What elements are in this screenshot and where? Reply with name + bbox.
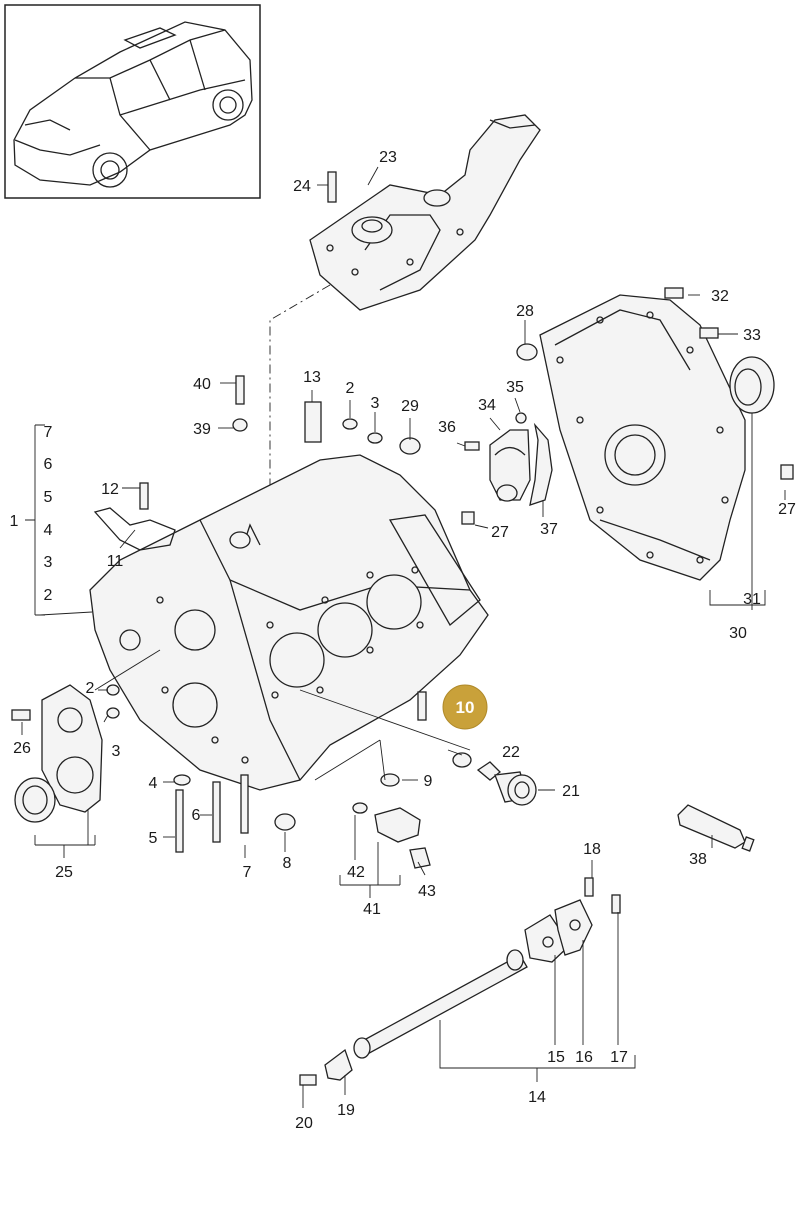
sealing-paste-tube [677, 804, 755, 852]
highlighted-part-10[interactable]: 10 [442, 684, 488, 730]
label-5: 5 [149, 830, 158, 847]
part-labels: 23 24 32 33 28 13 40 2 3 29 35 34 39 36 … [10, 149, 796, 1132]
oil-pressure-switch [452, 752, 537, 806]
label-38: 38 [689, 851, 707, 868]
label-34: 34 [478, 397, 496, 414]
label-24: 24 [293, 178, 311, 195]
label-14: 14 [528, 1089, 546, 1106]
sensor-assembly [352, 802, 431, 869]
label-41: 41 [363, 901, 381, 918]
label-37: 37 [540, 521, 558, 538]
label-20: 20 [295, 1115, 313, 1132]
label-13: 13 [303, 369, 321, 386]
label-12: 12 [101, 481, 119, 498]
leader-lines [21, 166, 786, 1108]
label-31: 31 [743, 591, 761, 608]
suv-thumbnail-icon [13, 21, 253, 188]
label-2-bracket: 2 [44, 587, 53, 604]
label-1: 1 [10, 513, 19, 530]
label-36: 36 [438, 419, 456, 436]
label-43: 43 [418, 883, 436, 900]
label-6-bracket: 6 [44, 456, 53, 473]
bracket [93, 507, 176, 551]
label-17: 17 [610, 1049, 628, 1066]
label-2-left: 2 [86, 680, 95, 697]
label-22: 22 [502, 744, 520, 761]
label-27: 27 [491, 524, 509, 541]
label-15: 15 [547, 1049, 565, 1066]
label-16: 16 [575, 1049, 593, 1066]
label-4-bracket: 4 [44, 522, 53, 539]
label-3-left: 3 [112, 743, 121, 760]
label-7-bracket: 7 [44, 424, 53, 441]
label-8: 8 [283, 855, 292, 872]
front-cover-plate [14, 684, 103, 823]
bolts [11, 171, 794, 1086]
vehicle-thumbnail [4, 4, 261, 199]
timing-cover [539, 294, 746, 581]
label-4: 4 [149, 775, 158, 792]
label-23: 23 [379, 149, 397, 166]
label-18: 18 [583, 841, 601, 858]
label-28: 28 [516, 303, 534, 320]
label-27-right: 27 [778, 501, 796, 518]
label-11: 11 [107, 553, 124, 570]
label-10[interactable]: 10 [456, 698, 475, 717]
label-3-bracket: 3 [44, 554, 53, 571]
label-2-top: 2 [346, 380, 355, 397]
label-33: 33 [743, 327, 761, 344]
label-19: 19 [337, 1102, 355, 1119]
label-25: 25 [55, 864, 73, 881]
label-6: 6 [192, 807, 201, 824]
intermediate-shaft [324, 899, 593, 1081]
label-40: 40 [193, 376, 211, 393]
label-35: 35 [506, 379, 524, 396]
label-26: 26 [13, 740, 31, 757]
label-7: 7 [243, 864, 252, 881]
label-9: 9 [424, 773, 433, 790]
oil-filter-housing [309, 114, 541, 311]
label-30: 30 [729, 625, 747, 642]
seal-ring [729, 356, 775, 414]
engine-crankcase-icon [89, 454, 489, 791]
label-3-top: 3 [371, 395, 380, 412]
label-29: 29 [401, 398, 419, 415]
label-42: 42 [347, 864, 365, 881]
label-32: 32 [711, 288, 729, 305]
label-5-bracket: 5 [44, 489, 53, 506]
bearing-caps [489, 412, 553, 506]
label-39: 39 [193, 421, 211, 438]
label-21: 21 [562, 783, 580, 800]
assembly-line [269, 284, 331, 575]
